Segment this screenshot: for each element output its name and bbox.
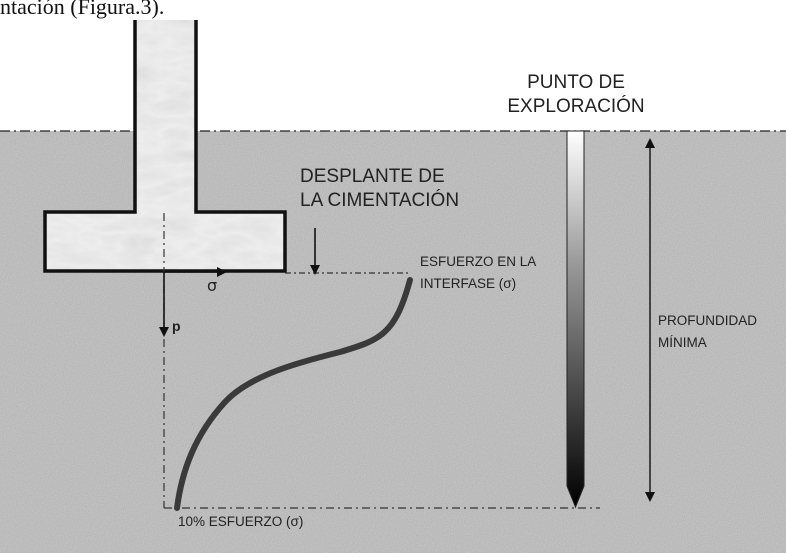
exploration-point-line1: PUNTO DE	[527, 72, 625, 93]
minimum-depth-line1: PROFUNDIDAD	[658, 313, 758, 328]
foundation-depth-label: DESPLANTE DE LA CIMENTACIÓN	[300, 165, 459, 213]
minimum-depth-line2: MÍNIMA	[658, 335, 707, 350]
soil-area	[0, 131, 786, 553]
stress-curve	[174, 277, 413, 511]
interface-stress-line2: INTERFASE (σ)	[420, 276, 517, 291]
interface-stress-line1: ESFUERZO EN LA	[420, 254, 537, 269]
interface-stress-label: ESFUERZO EN LA INTERFASE (σ)	[420, 251, 536, 295]
foundation-outline	[43, 20, 287, 273]
ten-percent-stress-label: 10% ESFUERZO (σ)	[178, 514, 304, 529]
foundation-depth-line2: LA CIMENTACIÓN	[300, 190, 460, 211]
exploration-point-line2: EXPLORACIÓN	[507, 96, 645, 117]
foundation	[45, 20, 285, 271]
minimum-depth-label: PROFUNDIDAD MÍNIMA	[658, 310, 757, 354]
sigma-label: σ	[207, 276, 218, 295]
foundation-depth-line1: DESPLANTE DE	[300, 166, 445, 187]
exploration-point-label: PUNTO DE EXPLORACIÓN	[500, 71, 652, 119]
p-label: p	[172, 318, 181, 334]
figure-caption: ntación (Figura.3).	[0, 0, 165, 19]
exploration-probe	[566, 130, 585, 509]
